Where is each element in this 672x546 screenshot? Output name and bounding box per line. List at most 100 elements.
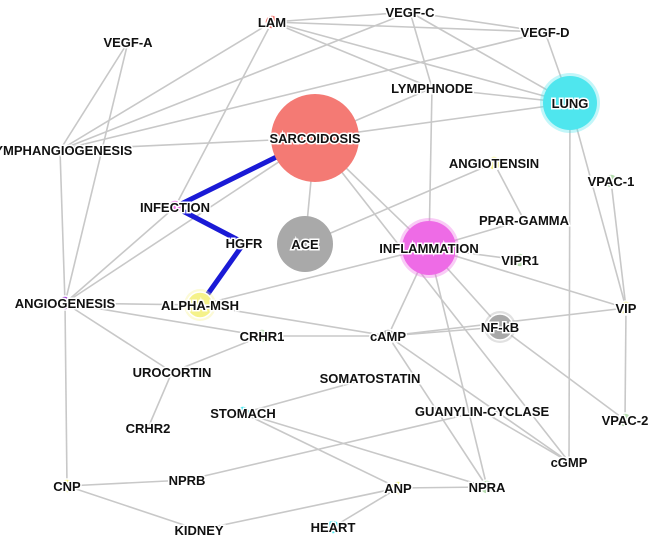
edge-stomach-npra <box>242 412 488 488</box>
edge-inflammation-vip <box>428 247 627 309</box>
edge-angiogenesis-urocortin <box>64 302 173 373</box>
node-vpac-2[interactable] <box>617 412 633 428</box>
edge-anp-heart <box>332 487 399 528</box>
node-label-angiotensin: ANGIOTENSIN <box>449 156 539 171</box>
node-label-vpac-1: VPAC-1 <box>588 174 635 189</box>
edge-npra-camp <box>387 335 488 488</box>
edge-lung-vip <box>569 102 627 309</box>
edge-angiogenesis-cnp <box>64 302 68 487</box>
edge-lam-lymphangiogenesis <box>59 21 273 151</box>
node-infection[interactable] <box>167 199 183 215</box>
edge-cnp-nprb <box>66 479 188 487</box>
edge-vegf-a-angiogenesis <box>64 41 129 304</box>
node-lung[interactable] <box>543 76 597 130</box>
node-vipr1[interactable] <box>512 252 528 268</box>
node-heart[interactable] <box>325 519 341 535</box>
node-anp[interactable] <box>390 480 406 496</box>
node-label-somatostatin: SOMATOSTATIN <box>320 371 421 386</box>
edge-guanylin-cyclase-nprb <box>186 410 483 481</box>
edge-inflammation-npra <box>428 247 488 488</box>
node-label-inflammation: INFLAMMATION <box>379 241 478 256</box>
node-label-nf-kb: NF-kB <box>481 320 519 335</box>
node-label-vpac-2: VPAC-2 <box>602 413 649 428</box>
edge-cnp-kidney <box>66 485 200 531</box>
node-label-vip: VIP <box>616 301 637 316</box>
edge-urocortin-crhr2 <box>147 371 173 429</box>
edge-lymphangiogenesis-angiogenesis <box>59 149 66 304</box>
node-ace[interactable] <box>277 216 333 272</box>
node-label-heart: HEART <box>311 520 356 535</box>
edge-alpha-msh-camp <box>199 304 389 337</box>
edge-lung-cgmp <box>568 102 571 463</box>
node-label-sarcoidosis: SARCOIDOSIS <box>269 131 360 146</box>
node-label-cnp: CNP <box>53 479 81 494</box>
node-label-alpha-msh: ALPHA-MSH <box>161 298 239 313</box>
edge-lam-lymphnode <box>271 21 433 89</box>
node-label-ppar-gamma: PPAR-GAMMA <box>479 213 570 228</box>
node-layer <box>57 14 634 535</box>
node-camp[interactable] <box>380 328 396 344</box>
edge-angiotensin-ace <box>304 162 495 245</box>
node-npra[interactable] <box>479 479 495 495</box>
node-angiotensin[interactable] <box>486 155 502 171</box>
edge-angiogenesis-crhr1 <box>64 302 263 337</box>
node-label-nprb: NPRB <box>169 473 206 488</box>
edge-vegf-d-lymphangiogenesis <box>59 31 546 151</box>
node-label-guanylin-cyclase: GUANYLIN-CYCLASE <box>415 404 550 419</box>
node-stomach[interactable] <box>235 405 251 421</box>
edge-vegf-c-vegf-d <box>409 11 546 33</box>
node-label-cgmp: cGMP <box>551 455 588 470</box>
node-label-vegf-c: VEGF-C <box>385 5 435 20</box>
edge-vegf-c-lymphangiogenesis <box>59 11 411 151</box>
node-label-stomach: STOMACH <box>210 406 275 421</box>
node-sarcoidosis[interactable] <box>271 94 359 182</box>
node-label-lymphangiogenesis: LYMPHANGIOGENESIS <box>0 143 133 158</box>
edge-angiotensin-ppar-gamma <box>493 162 525 221</box>
node-crhr1[interactable] <box>254 328 270 344</box>
edge-guanylin-cyclase-cgmp <box>481 410 570 463</box>
node-label-camp: cAMP <box>370 329 406 344</box>
node-label-lung: LUNG <box>552 96 589 111</box>
edge-lam-vegf-d <box>271 21 546 33</box>
edge-infection-hgfr <box>172 204 247 246</box>
edge-nf-kb-vpac-2 <box>499 326 626 421</box>
edge-vegf-a-lymphangiogenesis <box>59 41 129 151</box>
edge-lam-vegf-c <box>271 11 411 23</box>
node-label-vegf-a: VEGF-A <box>103 35 153 50</box>
node-label-angiogenesis: ANGIOGENESIS <box>15 296 116 311</box>
node-nf-kb[interactable] <box>486 313 514 341</box>
edge-crhr1-urocortin <box>171 335 263 373</box>
node-label-crhr2: CRHR2 <box>126 421 171 436</box>
node-label-kidney: KIDNEY <box>174 523 223 538</box>
node-label-anp: ANP <box>384 481 412 496</box>
node-label-npra: NPRA <box>469 480 506 495</box>
node-inflammation[interactable] <box>402 221 456 275</box>
edge-anp-npra <box>397 486 488 489</box>
node-label-crhr1: CRHR1 <box>240 329 285 344</box>
node-vip[interactable] <box>618 300 634 316</box>
edge-vpac-1-vip <box>610 180 627 309</box>
edge-vegf-c-lymphnode <box>409 11 433 89</box>
edge-sarcoidosis-angiogenesis <box>64 137 316 304</box>
node-cnp[interactable] <box>59 478 75 494</box>
node-label-vipr1: VIPR1 <box>501 253 539 268</box>
edge-angiogenesis-alpha-msh <box>64 302 201 306</box>
node-label-lymphnode: LYMPHNODE <box>391 81 473 96</box>
edge-lam-infection <box>174 21 273 208</box>
edge-stomach-anp <box>242 412 399 489</box>
edge-vip-vpac-2 <box>624 307 627 421</box>
node-label-vegf-d: VEGF-D <box>520 25 569 40</box>
edge-infection-angiogenesis <box>64 206 176 304</box>
edge-inflammation-alpha-msh <box>199 247 430 306</box>
node-vpac-1[interactable] <box>603 173 619 189</box>
edge-somatostatin-stomach <box>242 377 371 414</box>
edge-camp-cgmp <box>387 335 570 463</box>
node-alpha-msh[interactable] <box>186 291 214 319</box>
node-label-hgfr: HGFR <box>226 236 263 251</box>
edge-anp-kidney <box>198 487 399 531</box>
node-label-lam: LAM <box>258 15 286 30</box>
node-label-urocortin: UROCORTIN <box>133 365 212 380</box>
node-lam[interactable] <box>264 14 280 30</box>
node-angiogenesis[interactable] <box>57 295 73 311</box>
